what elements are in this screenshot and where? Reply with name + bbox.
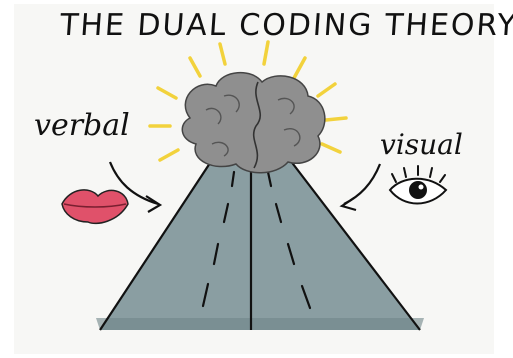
lips-icon [61,189,129,225]
road-illustration [96,159,424,331]
brain-icon [181,71,326,174]
verbal-label: verbal [34,108,130,143]
eye-icon [388,165,448,205]
visual-label: visual [380,128,463,161]
page-title: THE DUAL CODING THEORY [58,8,513,43]
visual-arrow [343,163,382,205]
light-rays [148,40,348,162]
verbal-arrow [108,161,159,206]
